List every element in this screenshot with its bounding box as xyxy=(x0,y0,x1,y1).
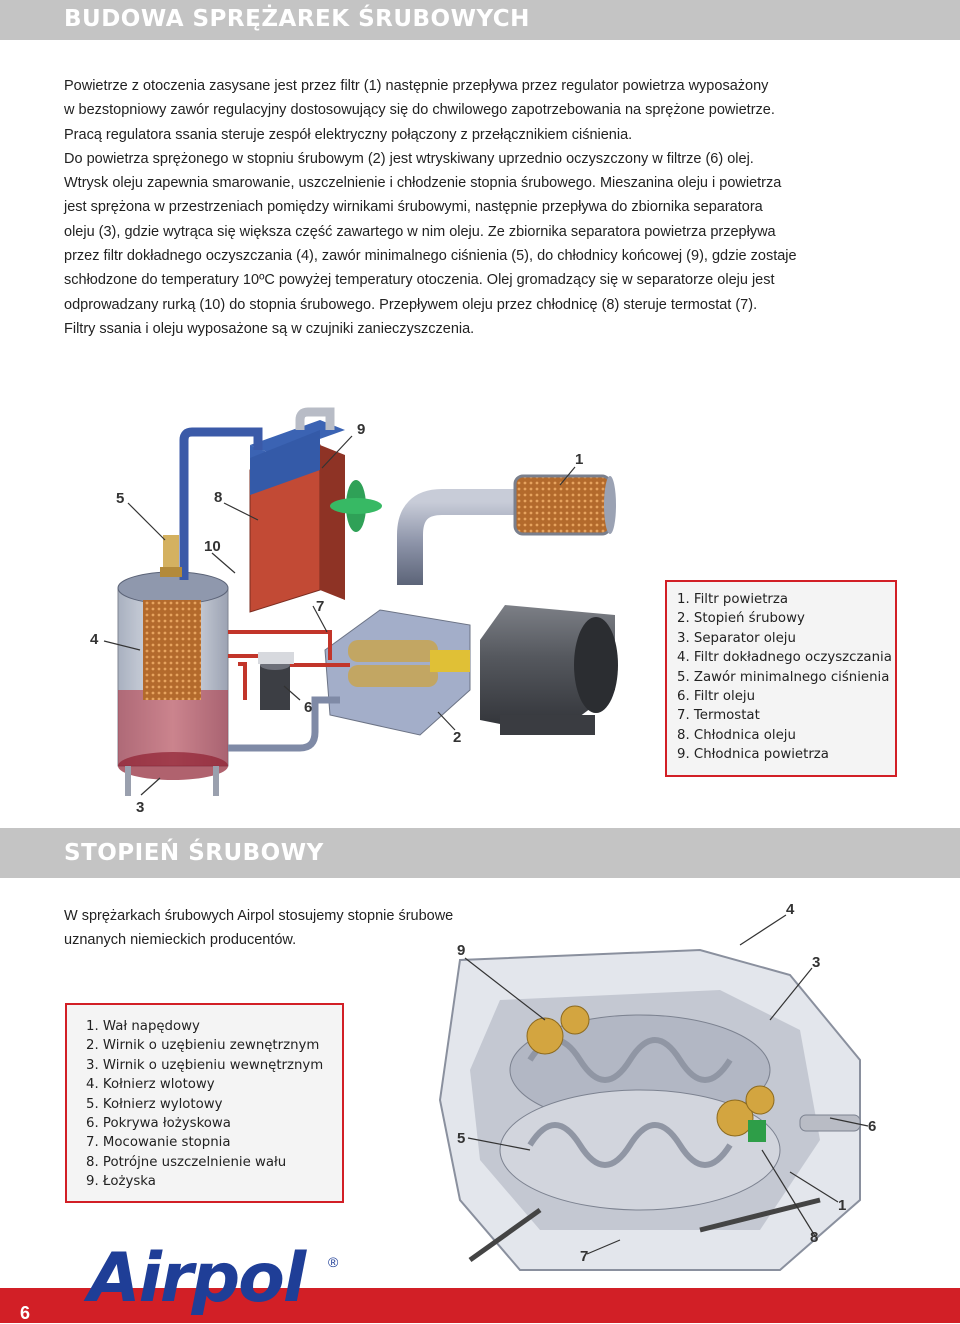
legend-item: 8. Potrójne uszczelnienie wału xyxy=(86,1154,287,1170)
paragraph-line: Wtrysk oleju zapewnia smarowanie, uszcze… xyxy=(64,175,782,192)
screw-stage-legend: 1. Wał napędowy 2. Wirnik o uzębieniu ze… xyxy=(65,1003,344,1203)
paragraph-line: odprowadzany rurką (10) do stopnia śrubo… xyxy=(64,296,758,313)
diagram-label: 1 xyxy=(575,451,583,468)
diagram-label: 6 xyxy=(304,699,312,716)
diagram-label: 4 xyxy=(90,631,99,648)
legend-item: 8. Chłodnica oleju xyxy=(677,727,796,743)
legend-item: 9. Chłodnica powietrza xyxy=(677,747,829,763)
legend-item: 5. Zawór minimalnego ciśnienia xyxy=(677,669,890,685)
legend-item: 2. Wirnik o uzębieniu zewnętrznym xyxy=(86,1038,320,1054)
min-pressure-valve xyxy=(160,535,182,577)
paragraph-line: oleju (3), gdzie wytrąca się większa czę… xyxy=(64,223,776,240)
legend-item: 3. Separator oleju xyxy=(677,630,796,646)
legend-item: 4. Kołnierz wlotowy xyxy=(86,1077,215,1093)
diagram-label: 10 xyxy=(204,538,221,555)
leader-lines xyxy=(464,914,869,1255)
diagram-label: 1 xyxy=(838,1197,846,1214)
diagram-label: 4 xyxy=(786,901,795,918)
legend-item: 7. Mocowanie stopnia xyxy=(86,1135,231,1151)
paragraph-line: Do powietrza sprężonego w stopniu śrubow… xyxy=(64,150,754,167)
intake-pipe xyxy=(397,489,515,585)
paragraph-line: W sprężarkach śrubowych Airpol stosujemy… xyxy=(64,908,454,924)
section-title: STOPIEŃ ŚRUBOWY xyxy=(64,840,324,866)
diagram-label: 3 xyxy=(812,954,820,971)
legend-item: 4. Filtr dokładnego oczyszczania xyxy=(677,650,892,666)
footer-bar xyxy=(0,1288,960,1323)
intro-paragraph: W sprężarkach śrubowych Airpol stosujemy… xyxy=(64,904,504,953)
paragraph-line: uznanych niemieckich producentów. xyxy=(64,932,297,949)
air-cooler xyxy=(250,430,320,495)
pipe xyxy=(295,407,335,430)
diagram-label: 8 xyxy=(214,489,222,506)
airpol-logo: Airpol xyxy=(88,1239,306,1318)
registered-mark: ® xyxy=(328,1254,339,1270)
diagram-label: 5 xyxy=(116,490,124,507)
diagram-label: 6 xyxy=(868,1118,876,1135)
electric-motor xyxy=(480,605,618,735)
oil-line xyxy=(228,630,350,700)
diagram-label: 2 xyxy=(453,729,461,746)
section-header-band: STOPIEŃ ŚRUBOWY xyxy=(0,828,960,878)
fan xyxy=(330,480,382,532)
oil-return-pipe xyxy=(228,696,340,752)
screw-stage xyxy=(324,609,471,736)
legend-item: 5. Kołnierz wylotowy xyxy=(86,1096,223,1112)
section-title: BUDOWA SPRĘŻAREK ŚRUBOWYCH xyxy=(64,6,530,32)
screw-stage-cutaway xyxy=(438,948,861,1271)
paragraph-line: Pracą regulatora ssania steruje zespół e… xyxy=(64,126,633,143)
legend-item: 7. Termostat xyxy=(677,708,760,724)
legend-item: 9. Łożyska xyxy=(86,1174,156,1190)
paragraph-line: jest sprężona w przestrzeniach pomiędzy … xyxy=(64,199,763,216)
components-legend: 1. Filtr powietrza 2. Stopień śrubowy 3.… xyxy=(665,580,897,777)
diagram-label: 8 xyxy=(810,1229,818,1246)
legend-item: 3. Wirnik o uzębieniu wewnętrznym xyxy=(86,1057,324,1073)
legend-item: 6. Filtr oleju xyxy=(677,689,756,705)
diagram-label: 7 xyxy=(580,1248,588,1265)
separator-tank xyxy=(117,571,229,796)
air-filter xyxy=(513,474,616,536)
page-number: 6 xyxy=(20,1303,31,1323)
diagram-label: 5 xyxy=(457,1130,465,1147)
legend-item: 2. Stopień śrubowy xyxy=(677,611,805,627)
oil-cooler xyxy=(249,420,345,613)
legend-item: 1. Wał napędowy xyxy=(86,1019,200,1034)
paragraph-line: przez filtr dokładnego oczyszczania (4),… xyxy=(64,248,797,265)
paragraph-line: Powietrze z otoczenia zasysane jest prze… xyxy=(64,78,769,94)
section-header-band: BUDOWA SPRĘŻAREK ŚRUBOWYCH xyxy=(0,0,960,40)
oil-filter xyxy=(258,652,294,710)
pipe xyxy=(179,427,263,580)
legend-item: 6. Pokrywa łożyskowa xyxy=(86,1116,231,1132)
diagram-label: 9 xyxy=(357,421,365,438)
paragraph-line: schłodzone do temperatury 10ºC powyżej t… xyxy=(64,272,775,289)
legend-item: 1. Filtr powietrza xyxy=(677,592,789,607)
intro-paragraph: Powietrze z otoczenia zasysane jest prze… xyxy=(64,74,844,341)
paragraph-line: w bezstopniowy zawór regulacyjny dostoso… xyxy=(64,102,775,119)
paragraph-line: Filtry ssania i oleju wyposażone są w cz… xyxy=(64,320,475,337)
diagram-label: 3 xyxy=(136,799,144,816)
diagram-label: 7 xyxy=(316,598,324,615)
leader-lines xyxy=(103,435,576,796)
